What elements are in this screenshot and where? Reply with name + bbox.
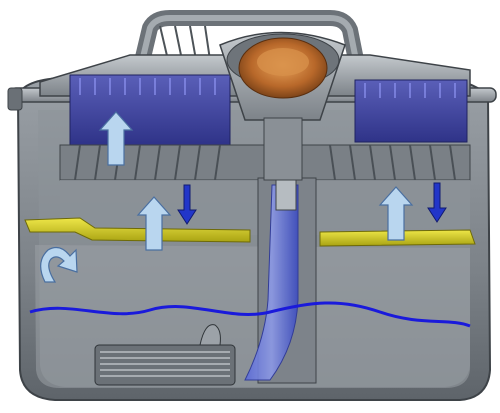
water-level-line <box>29 301 471 328</box>
arrow-up-left-top <box>98 111 134 166</box>
media-block-left <box>69 74 231 146</box>
carry-handle <box>132 10 366 72</box>
inlet-funnel <box>219 31 346 181</box>
side-clip-left <box>7 87 23 111</box>
arrow-up-right-mid <box>378 186 414 241</box>
flow-arrows <box>40 111 447 283</box>
inlet-tube <box>244 177 317 384</box>
arrow-swirl-left <box>40 246 78 283</box>
arrow-up-left-mid <box>136 196 172 251</box>
arrow-down-right-mid <box>427 182 447 223</box>
yellow-tray-left <box>24 217 251 243</box>
arrow-down-left-mid <box>177 184 197 225</box>
media-block-right <box>354 79 468 143</box>
pump-unit <box>94 324 236 386</box>
